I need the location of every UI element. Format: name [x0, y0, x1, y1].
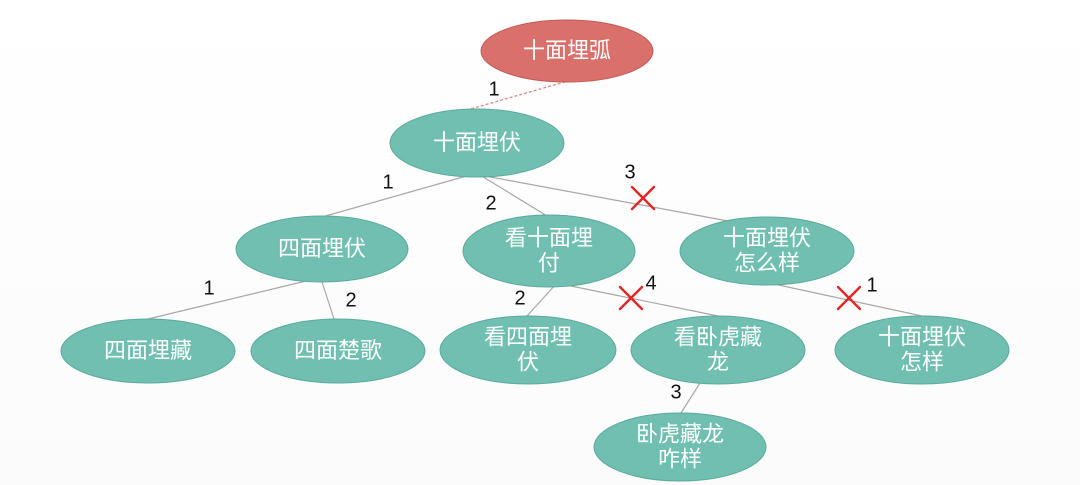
- edge-label-n1-n3: 2: [485, 192, 496, 214]
- node-label: 咋样: [658, 448, 702, 473]
- node-shape: [834, 315, 1010, 385]
- tree-node: 四面埋藏: [60, 318, 236, 384]
- edge-label-n2-n5: 1: [203, 277, 214, 299]
- edge-label-n8-n10: 3: [670, 381, 681, 403]
- node-shape: [679, 216, 855, 286]
- node-label: 十面埋伏: [878, 326, 966, 351]
- edge-n3-n7: [526, 283, 557, 317]
- reject-cross-icon: [836, 285, 862, 311]
- edge-n1-n2: [321, 174, 471, 218]
- node-label: 伏: [517, 351, 539, 376]
- node-shape: [630, 315, 806, 385]
- edge-label-n2-n6: 2: [345, 289, 356, 311]
- tree-node: 四面埋伏: [235, 215, 409, 283]
- node-shape: [593, 412, 767, 482]
- rejection-marks-layer: [618, 185, 862, 311]
- edge-label-n1-n4: 3: [624, 161, 635, 183]
- edges-layer: [147, 78, 923, 414]
- edge-label-n4-n9: 1: [866, 274, 877, 296]
- node-shape: [462, 214, 636, 288]
- node-label: 怎样: [900, 351, 944, 376]
- node-label: 十面埋伏: [723, 227, 811, 252]
- node-shape: [60, 318, 236, 384]
- reject-cross-icon: [618, 285, 644, 311]
- edge-label-n3-n7: 2: [514, 287, 525, 309]
- node-label: 看四面埋: [484, 326, 572, 351]
- edge-n3-n8: [565, 284, 719, 317]
- edge-label-n3-n8: 4: [645, 272, 656, 294]
- node-label: 看卧虎藏: [674, 326, 762, 351]
- edge-labels-layer: 1 1 2 3 1 2 2 4 1 3: [203, 78, 877, 403]
- node-label: 四面埋藏: [104, 339, 192, 364]
- edge-n8-n10: [680, 382, 701, 414]
- root-node: 十面埋弧: [480, 19, 654, 83]
- node-label: 怎么样: [734, 252, 800, 277]
- edge-n2-n5: [147, 280, 307, 320]
- root-node-shape: [480, 19, 654, 83]
- node-label: 十面埋弧: [523, 39, 611, 64]
- nodes-layer: 十面埋弧十面埋伏四面埋伏看十面埋付十面埋伏怎么样四面埋藏四面楚歌看四面埋伏看卧虎…: [60, 19, 1010, 482]
- node-shape: [389, 108, 565, 178]
- edge-label-n1-n2: 1: [382, 171, 393, 193]
- node-label: 付: [538, 252, 560, 277]
- edge-root-n1: [459, 78, 576, 113]
- node-label: 卧虎藏龙: [636, 423, 724, 448]
- node-shape: [235, 215, 409, 283]
- node-label: 龙: [707, 351, 729, 376]
- tree-node: 四面楚歌: [250, 318, 426, 384]
- edge-n1-n4: [484, 175, 729, 222]
- edge-n1-n3: [479, 174, 553, 220]
- edge-label-root-n1: 1: [488, 78, 499, 100]
- node-label: 看十面埋: [505, 227, 593, 252]
- reject-cross-icon: [630, 185, 656, 211]
- node-shape: [250, 318, 426, 384]
- node-label: 四面埋伏: [278, 237, 366, 262]
- node-label: 四面楚歌: [294, 339, 382, 364]
- edge-n2-n6: [321, 281, 335, 320]
- tree-node: 十面埋伏: [389, 108, 565, 178]
- node-label: 十面埋伏: [433, 131, 521, 156]
- node-shape: [439, 315, 617, 385]
